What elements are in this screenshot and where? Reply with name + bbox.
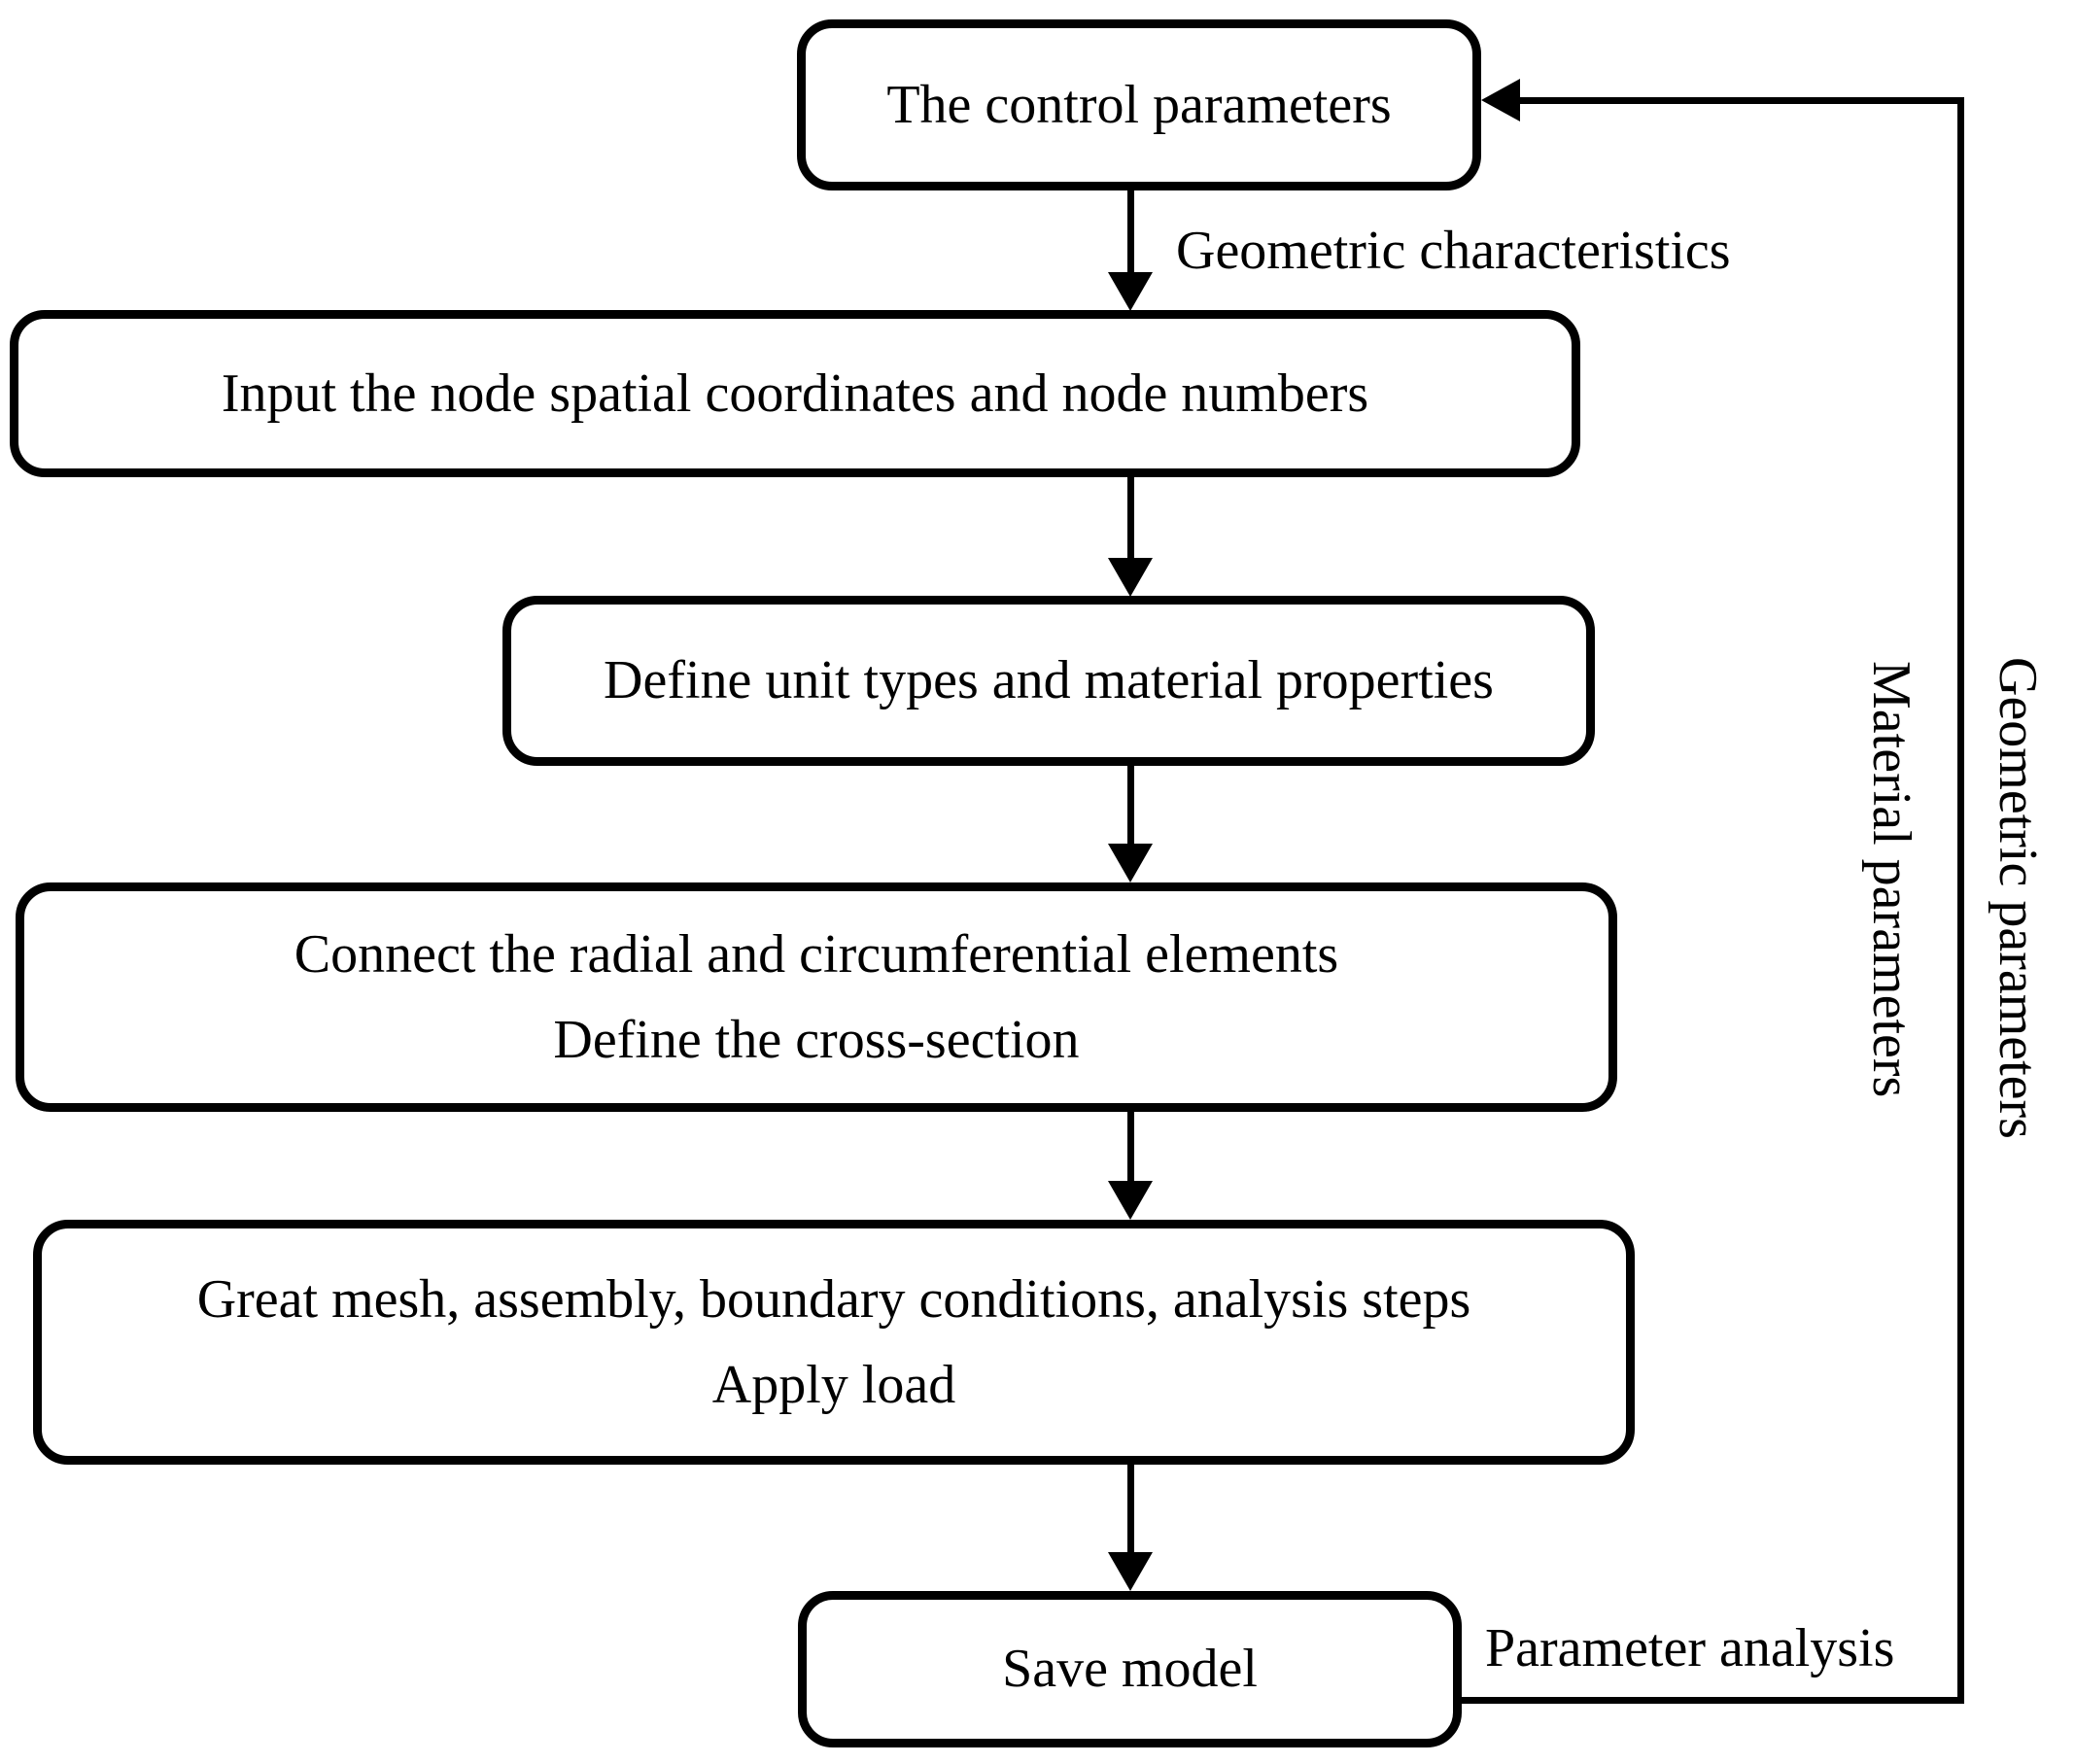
label-geometric-characteristics: Geometric characteristics [1176,221,1731,281]
arrowhead-control-to-input [1108,272,1153,311]
label-parameter-analysis: Parameter analysis [1485,1618,1895,1678]
label-material-parameters: Material parameters [1861,661,1921,1098]
arrow-line-input-to-define [1127,477,1134,560]
node-control-parameters: The control parameters [797,19,1481,190]
node-mesh-assembly-line1: Great mesh, assembly, boundary condition… [196,1268,1471,1330]
arrowhead-define-to-connect [1108,844,1153,882]
node-input-node-coordinates-label: Input the node spatial coordinates and n… [221,363,1369,424]
arrow-line-mesh-to-save [1127,1465,1134,1554]
node-save-model: Save model [798,1591,1462,1747]
node-connect-elements: Connect the radial and circumferential e… [16,882,1617,1112]
node-define-unit-types: Define unit types and material propertie… [502,596,1595,766]
feedback-line-bottom [1458,1697,1964,1704]
node-connect-elements-line1: Connect the radial and circumferential e… [294,923,1339,985]
arrow-line-control-to-input [1127,190,1134,274]
arrowhead-input-to-define [1108,558,1153,597]
node-control-parameters-label: The control parameters [886,74,1392,135]
feedback-line-vertical [1957,97,1964,1704]
arrow-line-define-to-connect [1127,766,1134,846]
node-define-unit-types-label: Define unit types and material propertie… [604,650,1494,711]
arrowhead-mesh-to-save [1108,1552,1153,1591]
node-mesh-assembly-line2: Apply load [711,1355,956,1415]
feedback-line-top [1518,97,1964,104]
arrow-line-connect-to-mesh [1127,1112,1134,1183]
arrowhead-connect-to-mesh [1108,1181,1153,1220]
node-connect-elements-line2: Define the cross-section [553,1010,1080,1070]
node-save-model-label: Save model [1002,1639,1258,1700]
label-geometric-parameters: Geometric parameters [1988,657,2048,1139]
node-input-node-coordinates: Input the node spatial coordinates and n… [10,310,1580,477]
arrowhead-feedback-to-control [1481,79,1520,121]
node-mesh-assembly: Great mesh, assembly, boundary condition… [33,1220,1635,1465]
